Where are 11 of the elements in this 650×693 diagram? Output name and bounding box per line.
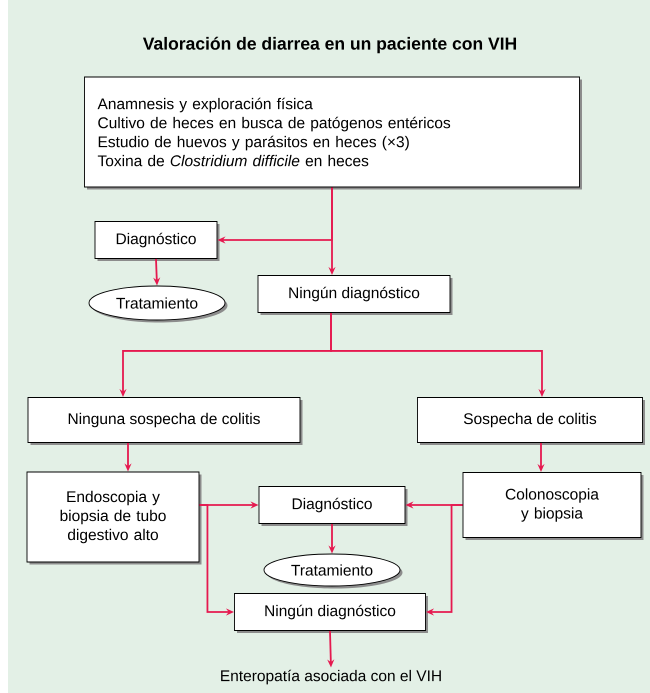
condition-box: Sospecha de colitis xyxy=(417,397,645,445)
result-box: Ningún diagnóstico xyxy=(234,593,428,633)
result-box: Ningún diagnóstico xyxy=(258,275,452,315)
title: Valoración de diarrea en un paciente con VIH xyxy=(142,36,516,54)
process-box: Anamnesis y exploración física Cultivo de heces en busca de patógenos entéricos Estudio de huevos y parásitos en heces (×3) Toxina de Clostridium difficile en heces xyxy=(84,76,582,190)
procedure-box: Colonoscopia y biopsia xyxy=(462,472,644,540)
procedure-box: Endoscopia y biopsia de tubo digestivo alto xyxy=(26,472,202,564)
result-box: Diagnóstico xyxy=(94,221,220,261)
result-box: Diagnóstico xyxy=(258,486,408,526)
outcome-text: Enteropatía asociada con el VIH xyxy=(221,670,441,684)
condition-box: Ninguna sospecha de colitis xyxy=(28,397,302,445)
